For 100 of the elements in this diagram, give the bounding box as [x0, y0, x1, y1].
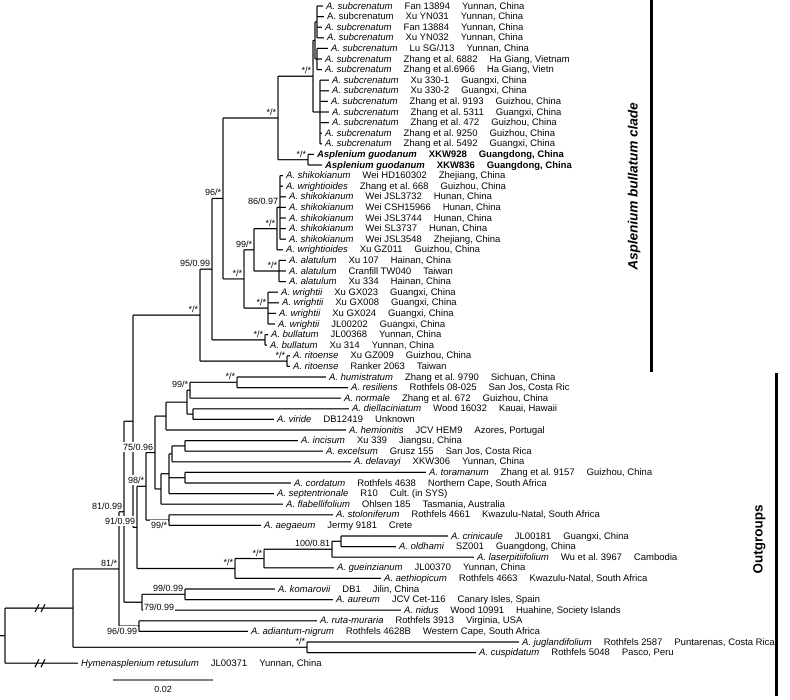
- species-name: A. subcrenatum: [332, 106, 399, 118]
- locality: Puntarenas, Costa Rica: [674, 636, 775, 648]
- locality: Taiwan: [423, 266, 453, 276]
- voucher-id: Xu YN032: [406, 32, 449, 44]
- species-name: A. wrightii: [281, 286, 322, 298]
- locality: Virginia, USA: [466, 615, 522, 626]
- support-value: 99/*: [150, 520, 168, 530]
- support-value: 75/0.96: [122, 442, 154, 452]
- species-name: A. subcrenatum: [331, 96, 398, 107]
- voucher-id: Cranfill TW040: [348, 266, 412, 276]
- locality: Yunnan, China: [460, 11, 524, 22]
- locality: Yunnan, China: [259, 658, 322, 669]
- voucher-id: DB1: [342, 584, 361, 594]
- locality: Canary Isles, Spain: [458, 594, 540, 606]
- species-name: A. subcrenatum: [325, 128, 392, 139]
- species-name: A. crinicaule: [451, 530, 503, 542]
- species-name: A. wrightii: [282, 297, 324, 308]
- species-name: A. humistratum: [329, 372, 393, 382]
- species-name: A. toramanum: [429, 466, 489, 478]
- voucher-id: Rothfels 08-025: [409, 382, 477, 394]
- species-name: A. incisum: [301, 435, 345, 446]
- species-name: A. wrightioides: [286, 244, 348, 256]
- locality: Guizhou, China: [414, 244, 480, 256]
- support-value: */*: [295, 148, 307, 159]
- locality: Azores, Portugal: [474, 424, 545, 436]
- voucher-id: Rothfels 4663: [458, 572, 518, 584]
- species-name: A. subcrenatum: [327, 11, 394, 22]
- species-name: A. subcrenatum: [327, 32, 394, 44]
- voucher-id: Fan 13894: [404, 0, 450, 12]
- voucher-id: SZ001: [456, 541, 484, 552]
- locality: Guangxi, China: [391, 297, 457, 308]
- species-name: A. alatulum: [289, 266, 337, 276]
- locality: Guangxi, China: [390, 286, 456, 298]
- voucher-id: Ranker 2063: [350, 360, 405, 372]
- support-value: 99/0.99: [152, 583, 184, 594]
- support-value: */*: [294, 636, 306, 646]
- locality: Guizhou, China: [406, 350, 472, 362]
- locality: Guangdong, China: [486, 160, 572, 170]
- voucher-id: Xu 334: [348, 276, 379, 288]
- locality: San Jos, Costa Rica: [446, 446, 532, 457]
- clade-label: Asplenium bullatum clade: [626, 102, 640, 270]
- locality: Guangxi, China: [388, 308, 454, 319]
- species-name: A. bullatum: [270, 340, 318, 351]
- locality: Huahine, Society Islands: [516, 604, 621, 616]
- locality: Guangxi, China: [380, 318, 446, 330]
- locality: Guangxi, China: [563, 530, 629, 542]
- voucher-id: Wei SL3737: [365, 223, 418, 234]
- species-name: A. alatulum: [289, 276, 337, 288]
- support-value: */*: [231, 268, 243, 278]
- locality: Hainan, China: [390, 276, 451, 288]
- voucher-id: Xu GZ009: [350, 350, 394, 362]
- species-name: A. diellaciniatum: [352, 403, 422, 414]
- species-name: A. ruta-muraria: [320, 615, 384, 626]
- voucher-id: Zhang et al. 9790: [404, 372, 479, 382]
- species-name: A. aegaeum: [264, 520, 316, 531]
- voucher-id: Xu GX008: [335, 297, 380, 308]
- support-value: */*: [251, 548, 263, 558]
- support-value: 81/*: [100, 558, 118, 568]
- voucher-id: XKW928: [428, 148, 467, 160]
- voucher-id: Rothfels 4628B: [346, 626, 411, 637]
- locality: Guizhou, China: [490, 128, 555, 139]
- voucher-id: Zhang et al. 472: [410, 117, 480, 128]
- locality: Guizhou, China: [496, 96, 561, 107]
- locality: Yunnan, China: [462, 562, 526, 574]
- species-name: A. viride: [277, 414, 312, 425]
- locality: Zhejiang, China: [438, 170, 506, 182]
- locality: Western Cape, South Africa: [422, 626, 540, 637]
- voucher-id: Rothfels 5048: [551, 647, 610, 658]
- support-value: */*: [252, 328, 264, 339]
- support-value: */*: [266, 260, 278, 270]
- locality: Guizhou, China: [586, 466, 652, 478]
- species-name: A. subcrenatum: [325, 22, 392, 33]
- voucher-id: Xu YN031: [406, 11, 449, 22]
- locality: Yunnan, China: [460, 22, 524, 33]
- species-name: Asplenium guodanum: [325, 160, 425, 170]
- support-value: */*: [255, 297, 267, 308]
- species-name: A. subcrenatum: [325, 64, 392, 76]
- locality: Guangdong, China: [478, 148, 564, 160]
- locality: Taiwan: [416, 360, 446, 372]
- species-name: A. juglandifolium: [522, 636, 592, 648]
- species-name: A. subcrenatum: [331, 42, 398, 54]
- locality: Guangxi, China: [490, 138, 555, 150]
- species-name: A. aureum: [336, 594, 380, 606]
- species-name: A. laserpitiifolium: [477, 552, 549, 563]
- voucher-id: Wei HD160302: [362, 170, 427, 182]
- support-value: 79/0.99: [143, 602, 176, 612]
- locality: Sichuan, China: [490, 372, 556, 382]
- voucher-id: Jermy 9181: [327, 520, 377, 531]
- species-name: A. flabellifolium: [286, 498, 350, 510]
- support-value: 99/*: [234, 238, 253, 249]
- species-name: A. resiliens: [351, 382, 398, 394]
- support-value: */*: [274, 350, 286, 360]
- locality: Pasco, Peru: [622, 647, 674, 658]
- locality: Northern Cape, South Africa: [428, 478, 547, 488]
- voucher-id: JL00370: [414, 562, 451, 574]
- voucher-id: Lu SG/J13: [410, 42, 454, 54]
- voucher-id: JL00202: [331, 318, 368, 330]
- voucher-id: DB12419: [323, 414, 363, 425]
- locality: Yunnan, China: [466, 42, 529, 54]
- species-name: A. shikokianum: [289, 212, 354, 224]
